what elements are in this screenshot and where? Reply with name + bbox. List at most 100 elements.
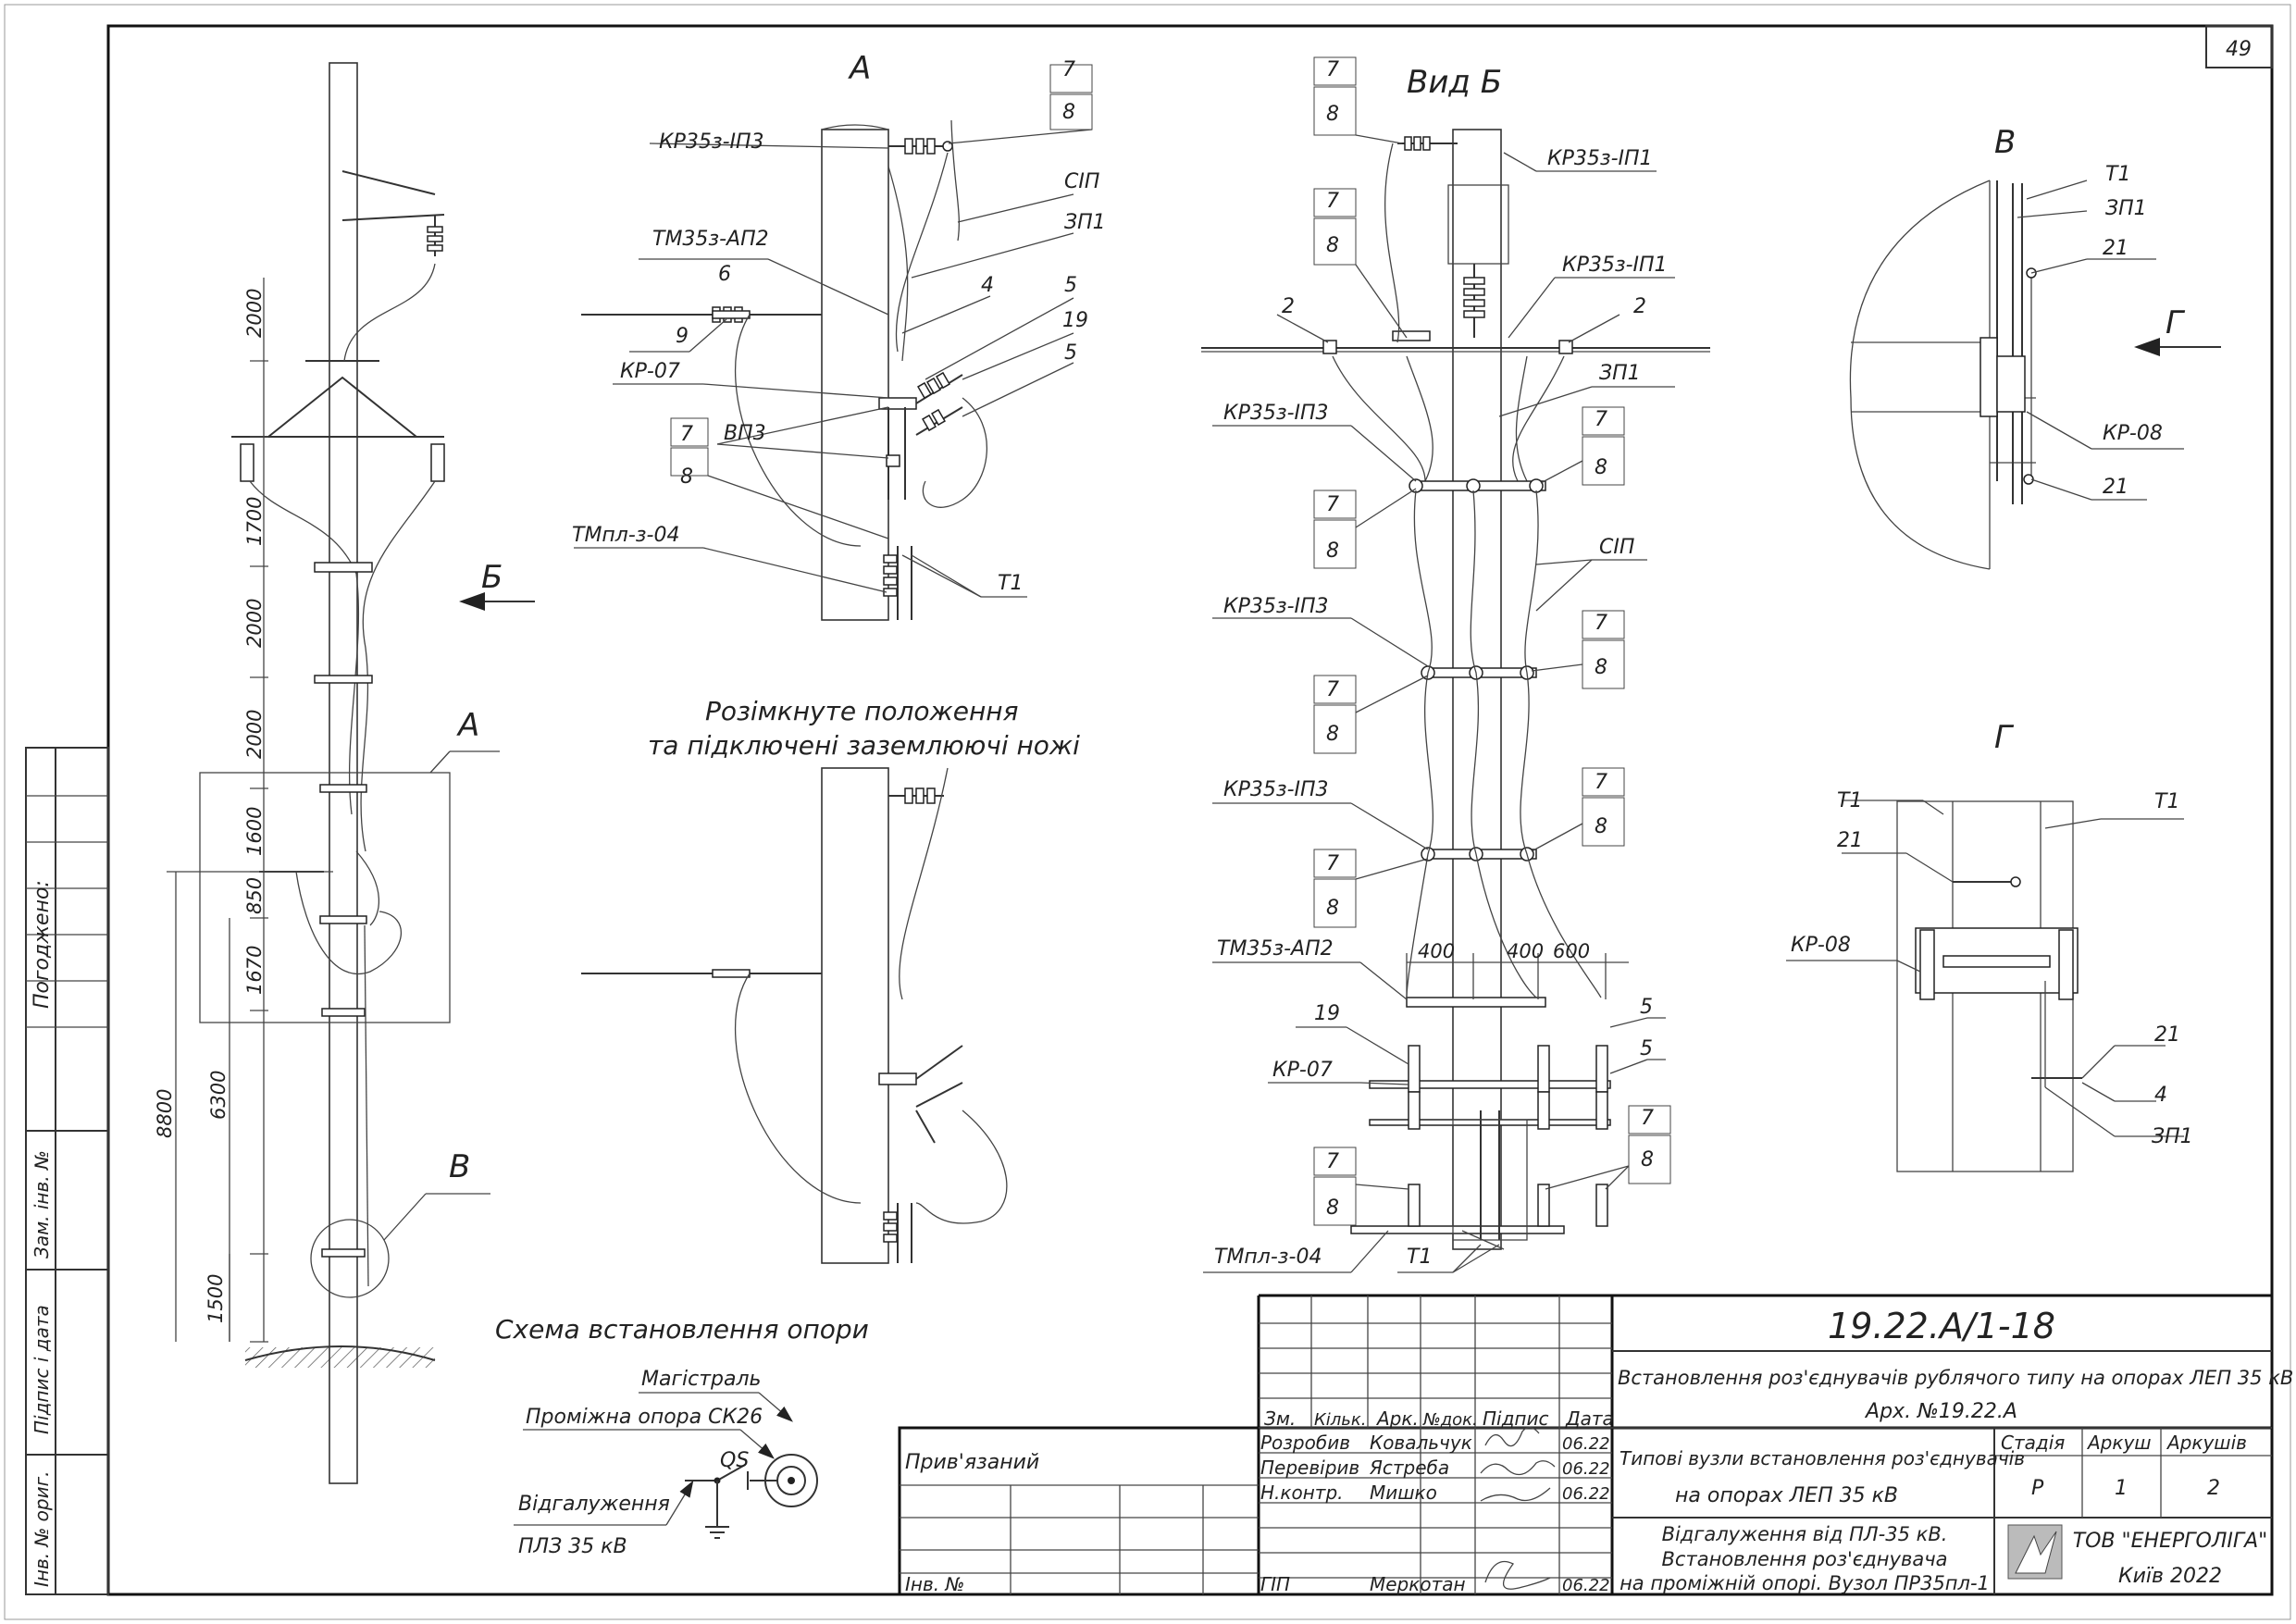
- b-label-8-r1: 8: [1595, 456, 1607, 479]
- g-label-zp1: ЗП1: [2152, 1125, 2193, 1148]
- a-label-19: 19: [1062, 309, 1088, 332]
- dim-2000-top: 2000: [243, 289, 266, 338]
- a-label-vp3: ВП3: [724, 422, 766, 445]
- b-label-7-r2: 7: [1595, 612, 1607, 635]
- b-label-7-bottom-left: 7: [1326, 1150, 1339, 1173]
- a-label-sip: СІП: [1064, 170, 1099, 193]
- tb-role-checked: Перевірив: [1260, 1457, 1359, 1479]
- a-label-kr07: КР-07: [620, 360, 680, 383]
- a-label-8-left: 8: [680, 465, 693, 489]
- view-g: Г Т1 Т1 21 КР-08 21 4 ЗП1: [1786, 719, 2193, 1172]
- a-label-8-top: 8: [1062, 101, 1075, 124]
- b-label-5-lower: 5: [1640, 1037, 1653, 1060]
- b-label-7-bottom-right: 7: [1641, 1107, 1654, 1130]
- a-label-6: 6: [718, 263, 731, 286]
- dim-1600: 1600: [243, 807, 266, 856]
- tb-date-gip: 06.22: [1562, 1576, 1610, 1595]
- tb-name-developed: Ковальчук: [1370, 1432, 1472, 1454]
- left-margin-stamps: Погоджено: Зам. інв. № Підпис і дата Інв…: [25, 747, 109, 1595]
- view-g-title: Г: [1994, 719, 2015, 756]
- b-label-7-l3: 7: [1326, 852, 1339, 875]
- installation-scheme: Схема встановлення опори Магістраль Пром…: [495, 1314, 869, 1558]
- b-label-8-bottom-left: 8: [1326, 1196, 1339, 1220]
- tb-node-line-1: Відгалуження від ПЛ-35 кВ.: [1662, 1523, 1948, 1545]
- view-a-title: А: [848, 50, 871, 87]
- b-label-8-r3: 8: [1595, 815, 1607, 838]
- view-v: В Т1 ЗП1 21 КР-08 21 Г: [1849, 124, 2221, 570]
- tb-doc-title-2: на опорах ЛЕП 35 кВ: [1675, 1484, 1898, 1507]
- a-label-5-lower: 5: [1064, 341, 1077, 365]
- b-label-8-bottom-right: 8: [1641, 1148, 1654, 1172]
- tb-sheets: 2: [2207, 1477, 2220, 1500]
- b-label-7-top: 7: [1326, 58, 1339, 81]
- b-label-sip: СІП: [1599, 536, 1634, 559]
- signature-scribble-4: [1484, 1560, 1551, 1590]
- tb-object-title: Встановлення роз'єднувачів рублячого тип…: [1618, 1367, 2293, 1389]
- tb-date-checked: 06.22: [1562, 1459, 1610, 1479]
- tb-role-developed: Розробив: [1260, 1432, 1350, 1454]
- g-label-kr08: КР-08: [1791, 934, 1851, 957]
- sign-date-label: Підпис і дата: [31, 1305, 53, 1434]
- b-label-19: 19: [1314, 1002, 1340, 1025]
- dim-1670: 1670: [243, 946, 266, 995]
- a-label-7-left: 7: [680, 423, 693, 446]
- sheet-number: 49: [2226, 38, 2252, 61]
- a-label-tm35z-ap2: ТМ35з-АП2: [652, 228, 769, 251]
- g-label-21-bottom: 21: [2154, 1023, 2180, 1047]
- tb-stage-label: Стадія: [2001, 1432, 2065, 1454]
- scheme-branch-line-1: Відгалуження: [518, 1493, 670, 1516]
- b-label-8-second: 8: [1326, 234, 1339, 257]
- v-label-kr08: КР-08: [2103, 422, 2163, 445]
- scheme-support: Проміжна опора СК26: [526, 1406, 763, 1429]
- b-label-8-r2: 8: [1595, 656, 1607, 679]
- v-label-zp1: ЗП1: [2105, 197, 2147, 220]
- tb-city: Київ 2022: [2118, 1565, 2222, 1588]
- tb-sheet-label: Аркуш: [2086, 1432, 2152, 1454]
- signature-scribble-2: [1480, 1460, 1556, 1476]
- view-v-title: В: [1994, 124, 2016, 161]
- inv-replace-label: Зам. інв. №: [31, 1150, 53, 1258]
- b-label-t1: Т1: [1407, 1246, 1432, 1269]
- tb-node-line-2: Встановлення роз'єднувача: [1662, 1548, 1948, 1570]
- dim-1700: 1700: [243, 497, 266, 546]
- a-label-7-top: 7: [1062, 58, 1075, 81]
- dim-8800: 8800: [154, 1089, 176, 1138]
- scheme-branch-line-2: ПЛЗ 35 кВ: [518, 1535, 627, 1558]
- tb-role-norm-control: Н.контр.: [1260, 1481, 1344, 1504]
- view-b-title: Вид Б: [1407, 64, 1502, 101]
- tb-stage: Р: [2031, 1477, 2044, 1500]
- overview-callout-v: В: [449, 1148, 470, 1185]
- a-label-zp1: ЗП1: [1064, 211, 1106, 234]
- b-label-kr35z-ip1-top: КР35з-ІП1: [1547, 147, 1653, 170]
- tb-code: 19.22.А/1-18: [1828, 1306, 2055, 1346]
- tb-node-line-3: на проміжній опорі. Вузол ПР35пл-1: [1620, 1572, 1990, 1594]
- v-arrow-g: Г: [2166, 304, 2186, 341]
- b-label-8-l1: 8: [1326, 539, 1339, 563]
- inv-orig-label: Інв. № ориг.: [31, 1471, 53, 1587]
- dim-6300: 6300: [207, 1071, 230, 1120]
- dim-2000-c: 2000: [243, 710, 266, 759]
- b-dim-400-right: 400: [1507, 940, 1544, 962]
- tb-date-developed: 06.22: [1562, 1434, 1610, 1454]
- b-label-kr35z-ip3-2: КР35з-ІП3: [1223, 595, 1329, 618]
- b-label-5-upper: 5: [1640, 996, 1653, 1019]
- tb-header-zm: Зм.: [1264, 1407, 1296, 1430]
- b-label-8-l2: 8: [1326, 723, 1339, 746]
- tb-inv-no: Інв. №: [905, 1573, 964, 1595]
- g-label-t1-left: Т1: [1837, 789, 1862, 812]
- title-block: Зм. Кільк. Арк. №док. Підпис Дата Розроб…: [898, 1294, 2293, 1596]
- tb-role-gip: ГІП: [1260, 1573, 1290, 1595]
- overview-pole: А В Б: [199, 62, 535, 1484]
- tb-sheet: 1: [2115, 1477, 2128, 1500]
- b-dim-400-left: 400: [1418, 940, 1455, 962]
- b-label-2-left: 2: [1282, 295, 1295, 318]
- tb-name-gip: Меркотан: [1370, 1573, 1466, 1595]
- scheme-main-line: Магістраль: [641, 1368, 762, 1391]
- view-b: Вид Б: [1201, 56, 1710, 1273]
- tb-sheets-label: Аркушів: [2166, 1432, 2247, 1454]
- tb-header-pidpys: Підпис: [1483, 1407, 1549, 1430]
- view-open-position: Розімкнуте положення та підключені зазем…: [581, 696, 1080, 1264]
- a-label-4: 4: [981, 274, 994, 297]
- b-label-8-top: 8: [1326, 103, 1339, 126]
